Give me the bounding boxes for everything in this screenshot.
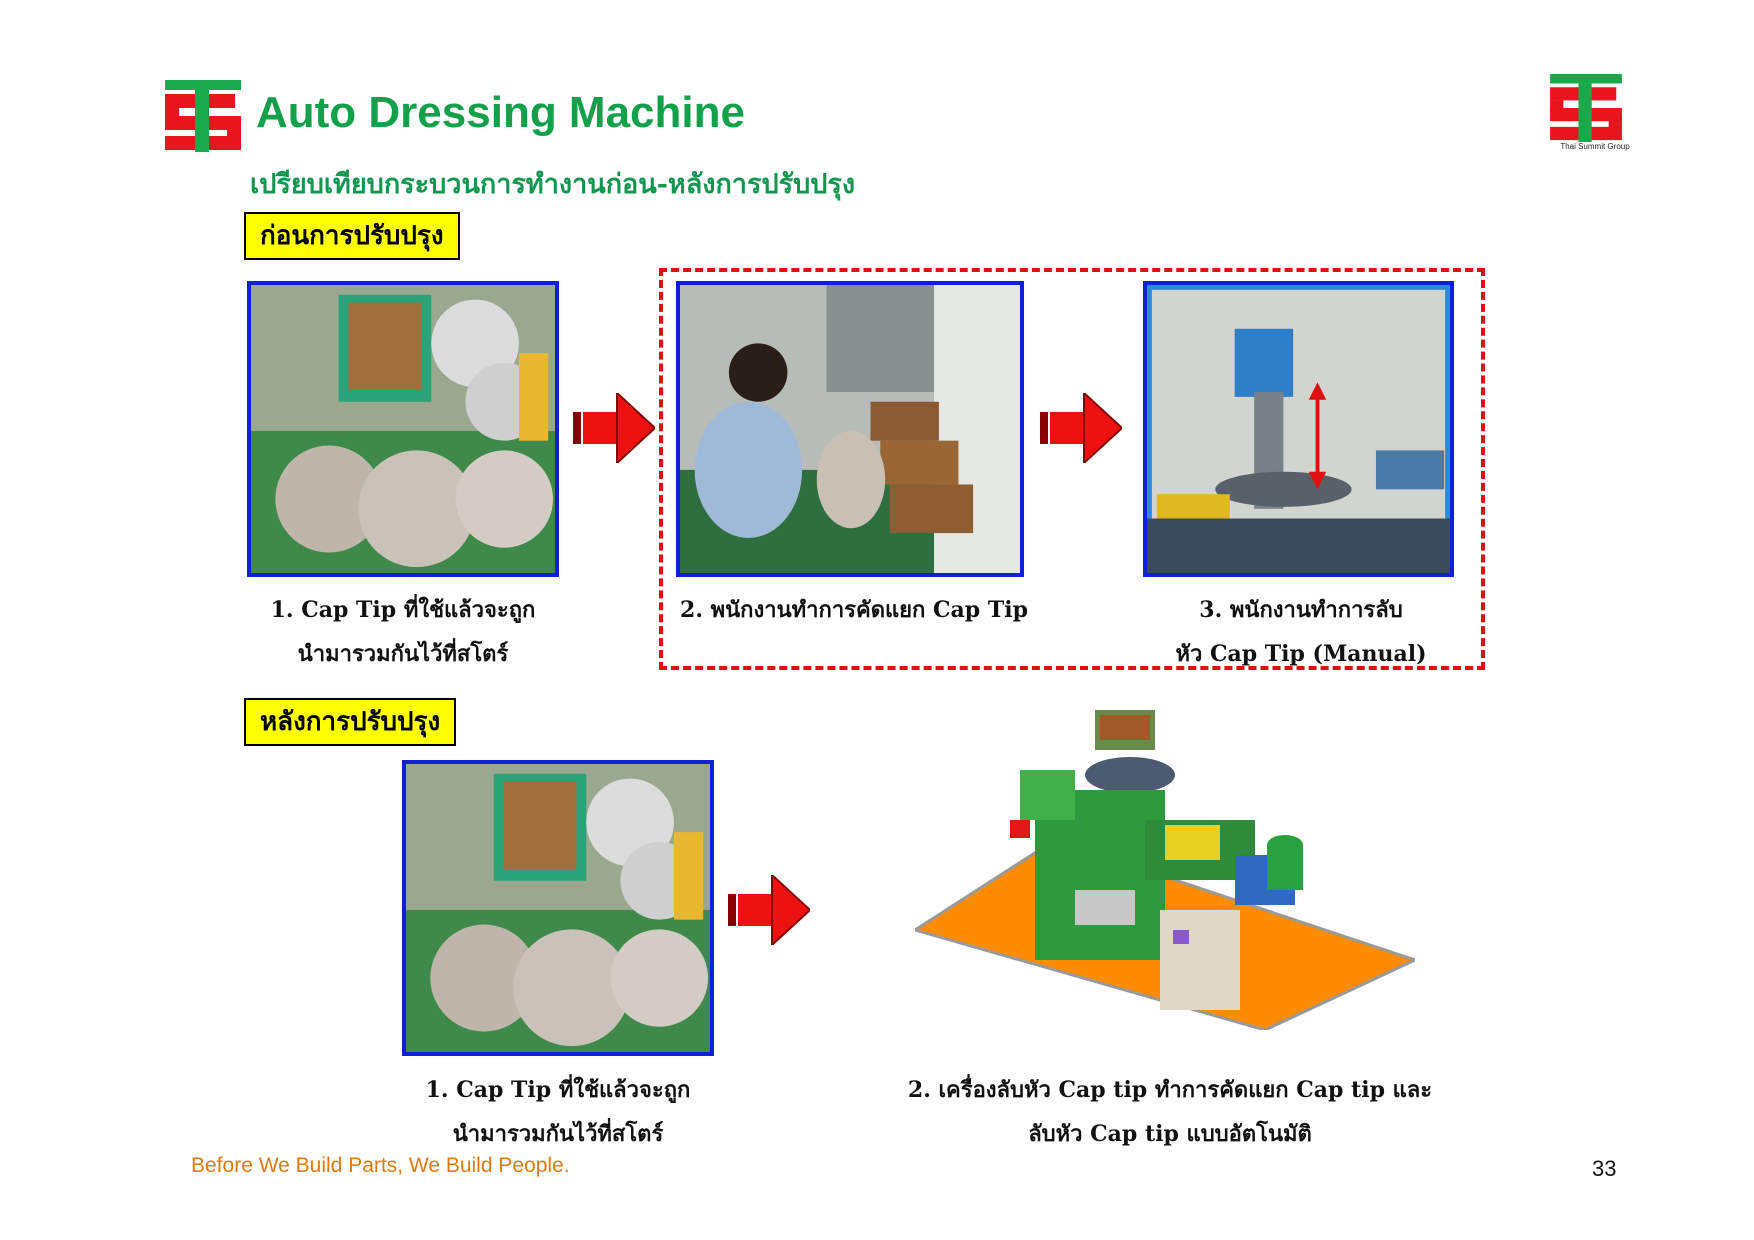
manual-process-highlight [659,268,1485,670]
after-label: หลังการปรับปรุง [244,698,457,746]
thai-summit-logo [1550,74,1630,154]
photo-cap-tips-store [247,281,559,577]
auto-dressing-machine-illustration [911,710,1420,1032]
photo-manual-dressing [1143,281,1454,577]
before-step-2-caption: 2. พนักงานทำการคัดแยก Cap Tip [680,597,1028,623]
before-label: ก่อนการปรับปรุง [244,212,460,260]
after-step-1-caption: 1. Cap Tip ที่ใช้แล้วจะถูก นำมารวมกันไว้… [425,1077,691,1147]
ts-logo [165,80,241,152]
photo-worker-sorting [676,281,1024,577]
page-number: 33 [1592,1156,1617,1181]
corner-logo-caption: Thai Summit Group [1560,142,1630,151]
before-step-3-caption: 3. พนักงานทำการลับ หัว Cap Tip (Manual) [1175,597,1427,667]
after-step-2-caption: 2. เครื่องลับหัว Cap tip ทำการคัดแยก Cap… [907,1077,1433,1147]
footer-slogan: Before We Build Parts, We Build People. [191,1154,570,1177]
page-title: Auto Dressing Machine [256,88,745,137]
before-step-1-caption: 1. Cap Tip ที่ใช้แล้วจะถูก นำมารวมกันไว้… [270,597,536,667]
arrow-right-icon [573,393,655,463]
photo-cap-tips-store-after [402,760,714,1056]
arrow-right-icon [728,875,810,945]
arrow-right-icon [1040,393,1122,463]
page-subtitle: เปรียบเทียบกระบวนการทำงานก่อน-หลังการปรั… [250,169,856,200]
